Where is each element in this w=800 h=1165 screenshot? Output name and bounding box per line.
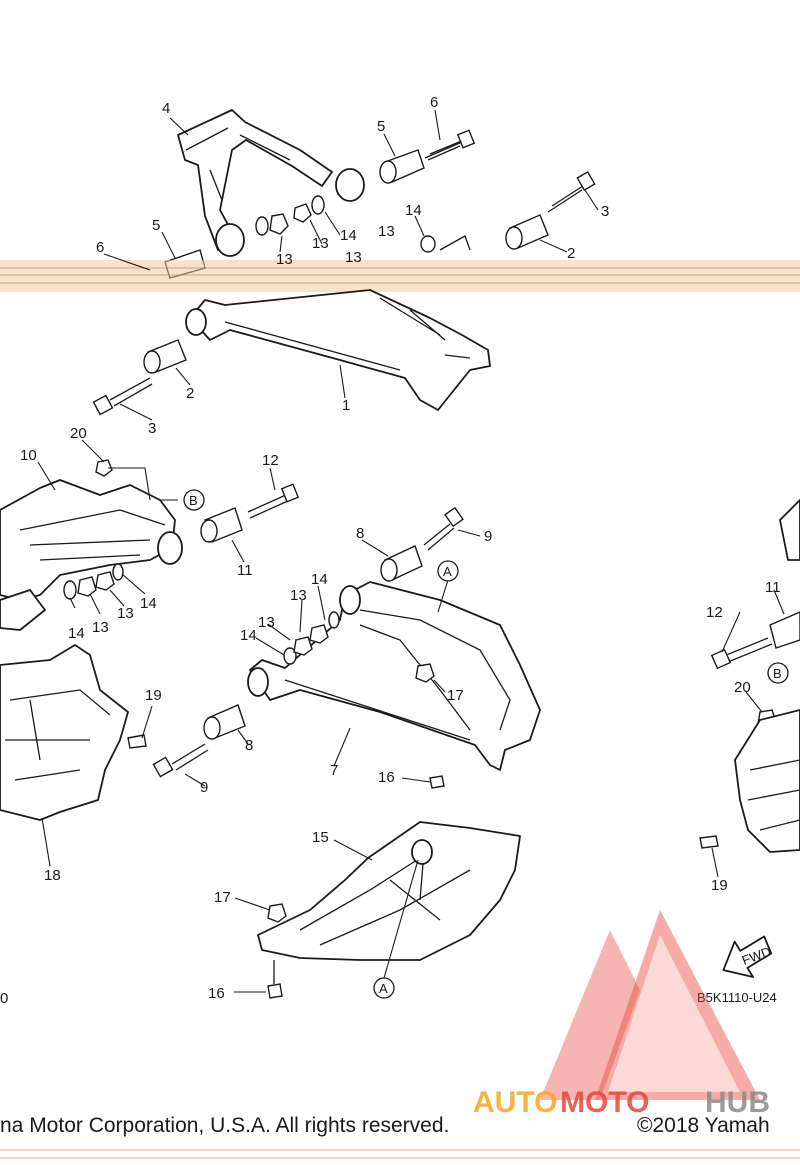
- callout-16: 16: [378, 769, 395, 786]
- callout-13: 13: [258, 614, 275, 631]
- leader-lines: [37, 109, 785, 993]
- ref-b-left: B: [189, 493, 198, 508]
- callout-12: 12: [262, 452, 279, 469]
- watermark-moto: MOTO: [560, 1086, 649, 1119]
- callout-numbers: 4 5 6 3 2 5 6 13 13 14 13 14 13 1 2 3 20…: [0, 94, 781, 1007]
- callout-13: 13: [345, 249, 362, 266]
- callout-3: 3: [601, 203, 609, 220]
- footer-copyright-right: ©2018 Yamah: [637, 1114, 770, 1137]
- watermark-hub: HUB: [705, 1086, 770, 1119]
- reference-markers: B A A B: [183, 489, 789, 999]
- callout-4: 4: [162, 100, 170, 117]
- lower-rear-arm-assembly: [152, 506, 541, 778]
- callout-8: 8: [356, 525, 364, 542]
- automotohub-logo: AUTO MOTO HUB: [473, 910, 770, 1119]
- callout-14: 14: [405, 202, 422, 219]
- callout-15: 15: [312, 829, 329, 846]
- callout-8: 8: [245, 737, 253, 754]
- ref-a-bottom: A: [379, 981, 388, 996]
- callout-13: 13: [378, 223, 395, 240]
- callout-11: 11: [765, 579, 781, 596]
- callout-6: 6: [430, 94, 438, 111]
- callout-17: 17: [214, 889, 231, 906]
- callout-6: 6: [96, 239, 104, 256]
- lower-arm-assembly: [92, 289, 491, 416]
- callout-14: 14: [240, 627, 257, 644]
- callout-2: 2: [567, 245, 575, 262]
- callout-3: 3: [148, 420, 156, 437]
- callout-13: 13: [312, 235, 329, 252]
- callout-14: 14: [340, 227, 357, 244]
- diagram-code: B5K1110-U24: [697, 990, 777, 1005]
- ref-b-right: B: [773, 666, 782, 681]
- callout-20: 20: [70, 425, 87, 442]
- callout-18: 18: [44, 867, 61, 884]
- callout-13: 13: [290, 587, 307, 604]
- callout-13: 13: [276, 251, 293, 268]
- callout-1: 1: [342, 397, 350, 414]
- callout-14: 14: [311, 571, 328, 588]
- guard-plate-left: [0, 644, 147, 821]
- callout-5: 5: [152, 217, 160, 234]
- callout-11: 11: [237, 562, 253, 579]
- upper-arm-assembly: [164, 109, 596, 279]
- callout-13: 13: [92, 619, 109, 636]
- callout-10: 10: [20, 447, 37, 464]
- callout-14: 14: [68, 625, 85, 642]
- guard-plate-center: [257, 775, 521, 999]
- callout-2: 2: [186, 385, 194, 402]
- callout-19: 19: [145, 687, 162, 704]
- callout-20: 20: [734, 679, 751, 696]
- callout-12: 12: [706, 604, 723, 621]
- left-guard-bracket-assembly: [0, 459, 300, 631]
- ref-a-top: A: [443, 564, 452, 579]
- scan-artifact-band: [0, 260, 800, 292]
- footer-copyright-left: na Motor Corporation, U.S.A. All rights …: [0, 1114, 449, 1137]
- watermark-auto: AUTO: [473, 1086, 557, 1119]
- callout-17: 17: [447, 687, 464, 704]
- callout-7: 7: [330, 762, 338, 779]
- callout-13: 13: [117, 605, 134, 622]
- left-edge-fragment: 0: [0, 990, 8, 1007]
- callout-9: 9: [200, 779, 208, 796]
- callout-9: 9: [484, 528, 492, 545]
- callout-14: 14: [140, 595, 157, 612]
- fwd-arrow-icon: FWD: [722, 935, 773, 978]
- callout-16: 16: [208, 985, 225, 1002]
- right-guard-assembly: [699, 499, 800, 853]
- callout-19: 19: [711, 877, 728, 894]
- callout-5: 5: [377, 118, 385, 135]
